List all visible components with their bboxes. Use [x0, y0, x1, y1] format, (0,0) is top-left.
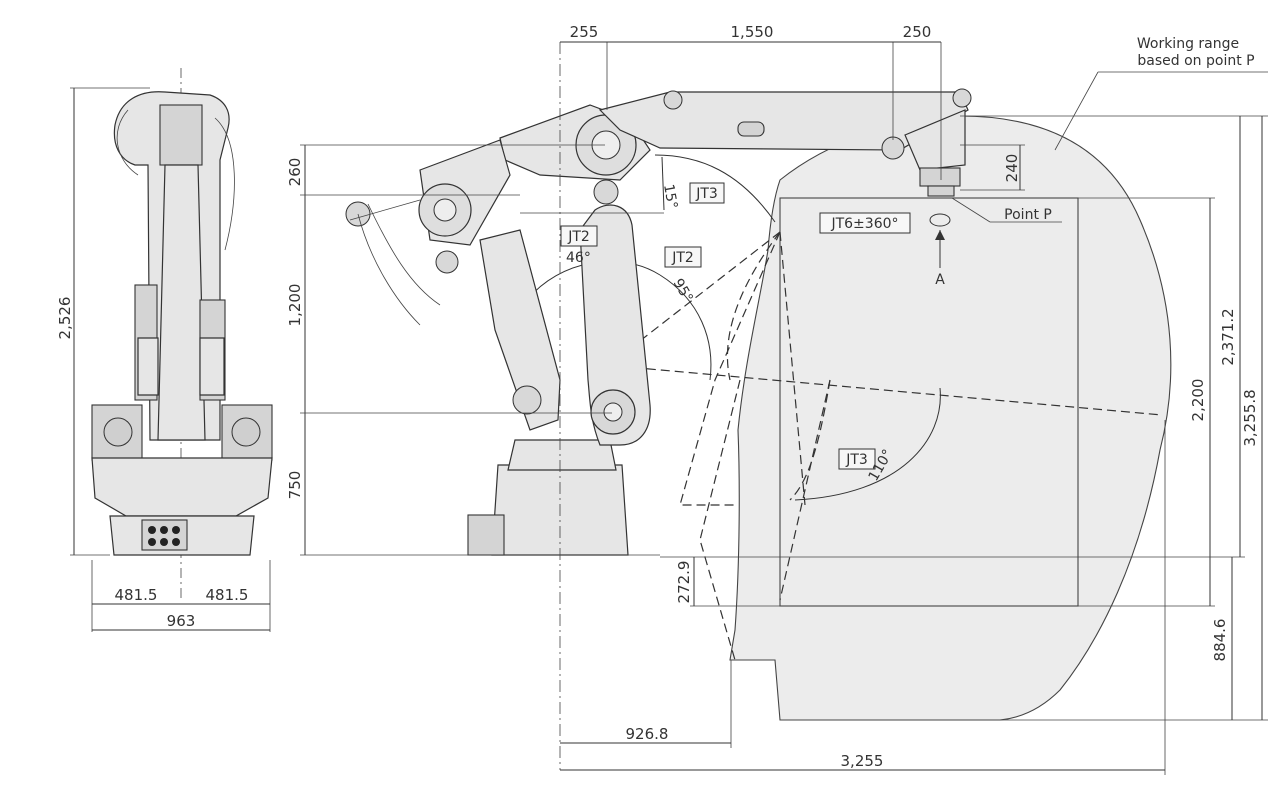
working-range-callout: Working range based on point P — [1054, 36, 1268, 151]
svg-text:JT3: JT3 — [845, 452, 868, 468]
svg-text:926.8: 926.8 — [626, 725, 669, 743]
front-left-dimensions: 260 1,200 750 — [286, 144, 664, 556]
svg-text:884.6: 884.6 — [1211, 619, 1229, 662]
bottom-dimensions: 926.8 3,255 — [560, 420, 1166, 775]
robot-front-view — [345, 88, 972, 556]
axis-label-boxes: JT6±360° JT3 JT2 JT2 JT3 — [560, 182, 911, 470]
svg-text:481.5: 481.5 — [206, 586, 249, 604]
svg-text:2,200: 2,200 — [1189, 379, 1207, 422]
svg-text:750: 750 — [286, 471, 304, 500]
svg-text:15°: 15° — [660, 183, 680, 210]
svg-text:Working range: Working range — [1137, 36, 1239, 52]
svg-text:JT2: JT2 — [671, 250, 694, 266]
svg-text:A: A — [935, 272, 945, 288]
top-dimensions: 255 1,550 250 — [560, 23, 941, 43]
svg-text:Point P: Point P — [1004, 207, 1052, 223]
svg-text:JT3: JT3 — [695, 186, 718, 202]
svg-text:1,550: 1,550 — [731, 23, 774, 41]
svg-text:963: 963 — [167, 612, 196, 630]
svg-text:481.5: 481.5 — [115, 586, 158, 604]
svg-text:JT6±360°: JT6±360° — [830, 216, 898, 232]
svg-text:2,526: 2,526 — [56, 297, 74, 340]
svg-text:1,200: 1,200 — [286, 284, 304, 327]
svg-text:260: 260 — [286, 158, 304, 187]
svg-text:2,371.2: 2,371.2 — [1219, 308, 1237, 365]
working-envelope — [729, 115, 1172, 721]
svg-text:240: 240 — [1003, 154, 1021, 183]
svg-text:46°: 46° — [566, 250, 591, 266]
point-p-callout: Point P A — [935, 197, 1062, 288]
svg-text:250: 250 — [903, 23, 932, 41]
svg-text:3,255: 3,255 — [841, 752, 884, 770]
side-view-dimensions: 2,526 481.5 481.5 963 — [56, 87, 271, 632]
svg-text:272.9: 272.9 — [675, 561, 693, 604]
robot-side-view — [91, 68, 273, 600]
svg-text:JT2: JT2 — [567, 229, 590, 245]
svg-text:95°: 95° — [670, 276, 696, 306]
svg-text:3,255.8: 3,255.8 — [1241, 389, 1259, 446]
svg-text:255: 255 — [570, 23, 599, 41]
front-right-dimensions: 240 2,200 2,371.2 3,255.8 884.6 272.9 — [660, 115, 1268, 721]
svg-text:based on point P: based on point P — [1137, 53, 1254, 69]
jt6-range-box — [779, 197, 1079, 607]
